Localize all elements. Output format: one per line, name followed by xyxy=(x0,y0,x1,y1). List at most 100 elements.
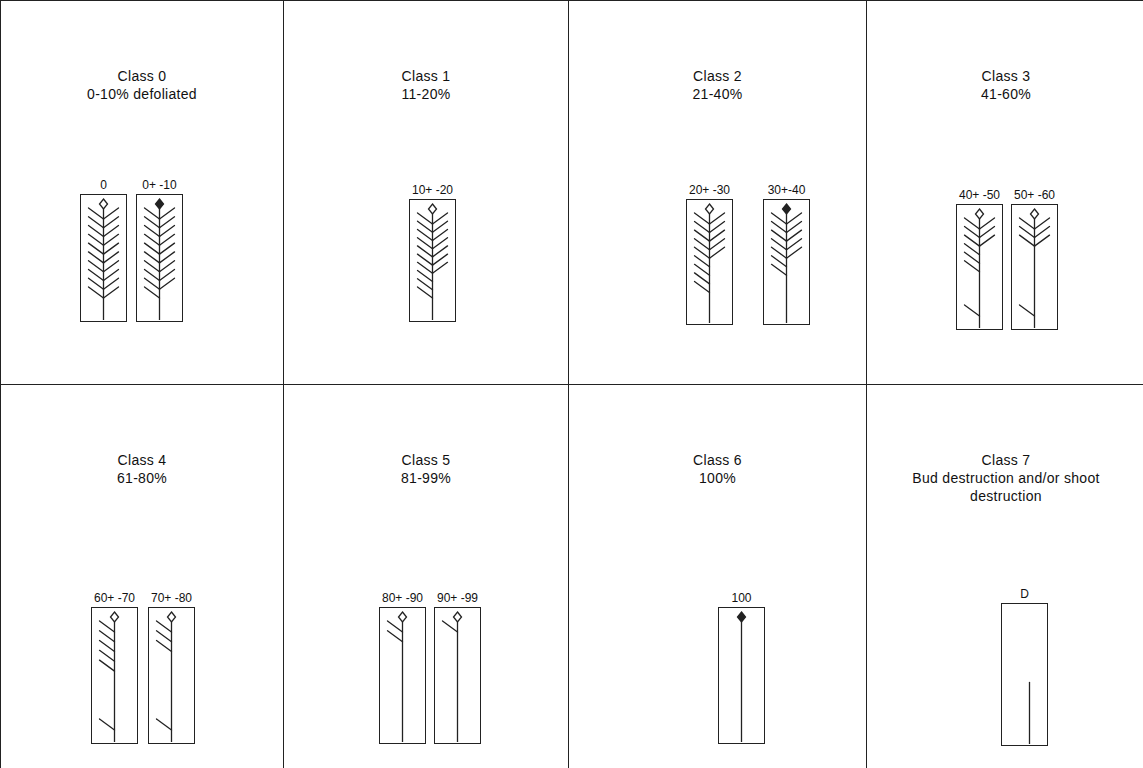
needle-branch xyxy=(1020,235,1035,246)
needle-branch xyxy=(388,621,403,632)
shoot-stem xyxy=(786,214,787,323)
needle-branch xyxy=(100,621,115,632)
terminal-bud xyxy=(738,612,746,622)
needle-branch xyxy=(1035,218,1050,229)
needle-branch xyxy=(710,222,725,233)
needle-branch xyxy=(160,243,175,254)
percent-label: 0+ -10 xyxy=(114,177,205,194)
sketch-frame xyxy=(91,607,138,744)
shoot-stem xyxy=(432,214,433,320)
needle-branch xyxy=(104,252,119,263)
shoot-stem xyxy=(402,622,403,742)
shoot-sketch: D xyxy=(1001,586,1048,746)
needle-branch xyxy=(710,247,725,258)
terminal-bud xyxy=(429,204,437,214)
shoot-stem xyxy=(979,219,980,328)
needle-branch xyxy=(145,226,160,237)
needle-branch xyxy=(145,217,160,228)
class-panel: Class 341-60%40+ -5050+ -60 xyxy=(866,0,1143,385)
sketch-frame xyxy=(686,199,733,325)
shoot-stem xyxy=(1029,682,1030,744)
class-range: 100% xyxy=(618,469,818,487)
needle-branch xyxy=(1020,218,1035,229)
needle-branch xyxy=(695,239,710,250)
needle-branch xyxy=(89,269,104,280)
needle-branch xyxy=(145,287,160,298)
needle-branch xyxy=(104,261,119,272)
shoot-stem xyxy=(114,622,115,742)
needle-branch xyxy=(145,234,160,245)
shoot-sketch: 20+ -30 xyxy=(686,182,733,325)
needle-branch xyxy=(980,227,995,238)
class-heading: Class 0 xyxy=(42,67,242,85)
needle-branch xyxy=(89,278,104,289)
percent-label: 90+ -99 xyxy=(412,590,503,607)
needle-branch xyxy=(160,208,175,219)
needle-branch xyxy=(443,621,458,632)
class-heading: Class 3 xyxy=(906,67,1106,85)
needle-branch xyxy=(89,287,104,298)
needle-branch xyxy=(772,213,787,224)
shoot-drawing xyxy=(687,200,731,323)
shoot-stem xyxy=(457,622,458,742)
needle-branch xyxy=(100,660,115,671)
percent-label: D xyxy=(979,586,1070,603)
needle-branch xyxy=(157,719,172,730)
needle-branch xyxy=(100,650,115,661)
needle-branch xyxy=(160,261,175,272)
needle-branch xyxy=(89,261,104,272)
needle-branch xyxy=(145,261,160,272)
terminal-bud xyxy=(156,199,164,209)
percent-label: 0 xyxy=(58,177,149,194)
percent-label: 40+ -50 xyxy=(934,187,1025,204)
shoot-stem xyxy=(159,209,160,320)
class-heading: Class 2 xyxy=(618,67,818,85)
needle-branch xyxy=(710,239,725,250)
percent-label: 10+ -20 xyxy=(387,182,478,199)
shoot-drawing xyxy=(957,205,1001,328)
needle-branch xyxy=(965,244,980,255)
shoot-drawing xyxy=(719,608,763,742)
sketch-frame xyxy=(434,607,481,744)
needle-branch xyxy=(695,264,710,275)
needle-branch xyxy=(710,230,725,241)
needle-branch xyxy=(104,226,119,237)
shoot-sketch: 0+ -10 xyxy=(136,177,183,322)
shoot-sketch: 50+ -60 xyxy=(1011,187,1058,330)
shoot-drawing xyxy=(149,608,193,742)
needle-branch xyxy=(104,287,119,298)
needle-branch xyxy=(695,213,710,224)
class-panel: Class 6100%100 xyxy=(568,384,867,768)
class-panel: Class 7Bud destruction and/or shoot dest… xyxy=(866,384,1143,768)
shoot-drawing xyxy=(764,200,808,323)
needle-branch xyxy=(787,247,802,258)
class-range: 21-40% xyxy=(618,85,818,103)
needle-branch xyxy=(965,218,980,229)
class-panel: Class 581-99%80+ -9090+ -99 xyxy=(283,384,569,768)
shoot-sketch: 90+ -99 xyxy=(434,590,481,744)
shoot-sketch: 40+ -50 xyxy=(956,187,1003,330)
needle-branch xyxy=(772,230,787,241)
shoot-drawing xyxy=(81,195,125,320)
needle-branch xyxy=(965,252,980,263)
needle-branch xyxy=(100,719,115,730)
needle-branch xyxy=(1035,227,1050,238)
needle-branch xyxy=(100,631,115,642)
needle-branch xyxy=(787,230,802,241)
class-heading: Class 7 xyxy=(906,451,1106,469)
needle-branch xyxy=(160,269,175,280)
needle-branch xyxy=(965,261,980,272)
shoot-drawing xyxy=(1012,205,1056,328)
shoot-drawing xyxy=(92,608,136,742)
terminal-bud xyxy=(706,204,714,214)
shoot-drawing xyxy=(410,200,454,320)
needle-branch xyxy=(695,281,710,292)
terminal-bud xyxy=(783,204,791,214)
needle-branch xyxy=(160,234,175,245)
needle-branch xyxy=(695,256,710,267)
needle-branch xyxy=(980,218,995,229)
terminal-bud xyxy=(976,209,984,219)
percent-label: 50+ -60 xyxy=(989,187,1080,204)
needle-branch xyxy=(100,641,115,652)
